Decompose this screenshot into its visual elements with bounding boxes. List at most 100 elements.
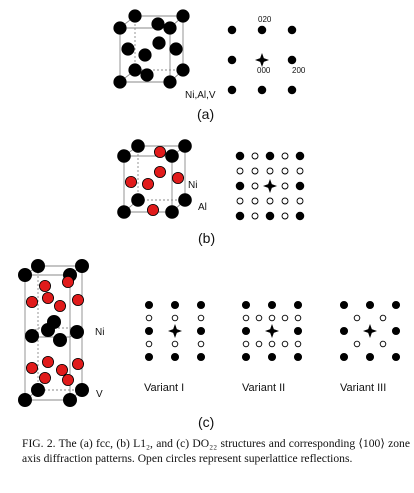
fcc-diffraction-pattern: [227, 25, 297, 95]
ni-atom: [62, 275, 75, 288]
al-atom: [117, 149, 131, 163]
face-atom: [138, 48, 152, 62]
variant-1-pattern: [144, 300, 206, 362]
ni-atom: [146, 203, 159, 216]
pattern-a-label-200: 200: [292, 66, 306, 75]
superlattice-spot: [255, 340, 263, 348]
superlattice-spot: [281, 212, 289, 220]
fundamental-spot: [265, 211, 275, 221]
fundamental-spot: [265, 151, 275, 161]
fundamental-spot: [339, 300, 349, 310]
al-atom: [131, 139, 145, 153]
crystal-a-atom-label: Ni,Al,V: [185, 90, 216, 101]
v-atom: [53, 332, 68, 347]
v-atom: [75, 258, 90, 273]
fundamental-spot: [365, 352, 375, 362]
fundamental-spot: [170, 352, 180, 362]
superlattice-spot: [255, 314, 263, 322]
corner-atom: [128, 63, 142, 77]
crystal-c-ni-label: Ni: [95, 327, 104, 338]
fundamental-spot: [196, 352, 206, 362]
v-atom: [63, 392, 78, 407]
ni-atom: [42, 355, 55, 368]
fundamental-spot: [257, 85, 267, 95]
face-atom: [140, 68, 154, 82]
fundamental-spot: [293, 300, 303, 310]
ni-atom: [72, 357, 85, 370]
al-atom: [178, 139, 192, 153]
superlattice-spot: [236, 167, 244, 175]
superlattice-spot: [296, 167, 304, 175]
fundamental-spot: [391, 326, 401, 336]
v-atom: [17, 392, 32, 407]
do22-crystal: [17, 258, 90, 407]
fundamental-spot: [227, 85, 237, 95]
superlattice-spot: [379, 340, 387, 348]
al-atom: [178, 193, 192, 207]
superlattice-spot: [251, 167, 259, 175]
l12-crystal: [117, 139, 192, 219]
fundamental-spot: [235, 181, 245, 191]
fundamental-spot: [257, 25, 267, 35]
al-atom: [117, 205, 131, 219]
fundamental-spot: [391, 300, 401, 310]
superlattice-spot: [281, 152, 289, 160]
fundamental-spot: [235, 211, 245, 221]
ni-atom: [153, 145, 166, 158]
superlattice-spot: [266, 197, 274, 205]
crystal-c-v-label: V: [96, 389, 103, 400]
fundamental-spot: [295, 211, 305, 221]
fundamental-spot: [295, 181, 305, 191]
cell-edge: [24, 327, 39, 338]
ni-atom: [153, 165, 166, 178]
fundamental-spot: [196, 300, 206, 310]
superlattice-spot: [353, 340, 361, 348]
fundamental-spot: [227, 55, 237, 65]
ni-atom: [171, 171, 184, 184]
transmitted-beam: [263, 179, 277, 193]
face-atom: [121, 42, 135, 56]
corner-atom: [128, 9, 142, 23]
superlattice-spot: [379, 314, 387, 322]
corner-atom: [176, 63, 190, 77]
variant-2-pattern: [241, 300, 303, 362]
superlattice-spot: [251, 182, 259, 190]
fundamental-spot: [144, 326, 154, 336]
superlattice-spot: [294, 314, 302, 322]
corner-atom: [113, 75, 127, 89]
fundamental-spot: [241, 300, 251, 310]
superlattice-spot: [281, 197, 289, 205]
ni-atom: [39, 371, 52, 384]
superlattice-spot: [266, 167, 274, 175]
transmitted-beam: [255, 53, 269, 67]
superlattice-spot: [281, 340, 289, 348]
superlattice-spot: [171, 340, 179, 348]
crystal-b-ni-label: Ni: [188, 180, 197, 191]
fundamental-spot: [287, 85, 297, 95]
superlattice-spot: [145, 340, 153, 348]
superlattice-spot: [251, 152, 259, 160]
variant-3-pattern: [339, 300, 401, 362]
fcc-crystal: [113, 9, 190, 89]
pattern-a-label-000: 000: [257, 66, 271, 75]
panel-label-b: (b): [198, 230, 215, 246]
superlattice-spot: [281, 167, 289, 175]
superlattice-spot: [268, 314, 276, 322]
superlattice-spot: [197, 340, 205, 348]
fundamental-spot: [293, 326, 303, 336]
v-atom: [47, 314, 62, 329]
ni-atom: [125, 175, 138, 188]
superlattice-spot: [171, 314, 179, 322]
superlattice-spot: [281, 314, 289, 322]
superlattice-spot: [145, 314, 153, 322]
face-atom: [151, 17, 165, 31]
panel-label-c: (c): [198, 414, 214, 430]
transmitted-beam: [265, 324, 279, 338]
v-atom: [70, 324, 85, 339]
superlattice-spot: [236, 197, 244, 205]
corner-atom: [176, 9, 190, 23]
fundamental-spot: [235, 151, 245, 161]
ni-atom: [25, 295, 38, 308]
superlattice-spot: [251, 197, 259, 205]
superlattice-spot: [251, 212, 259, 220]
